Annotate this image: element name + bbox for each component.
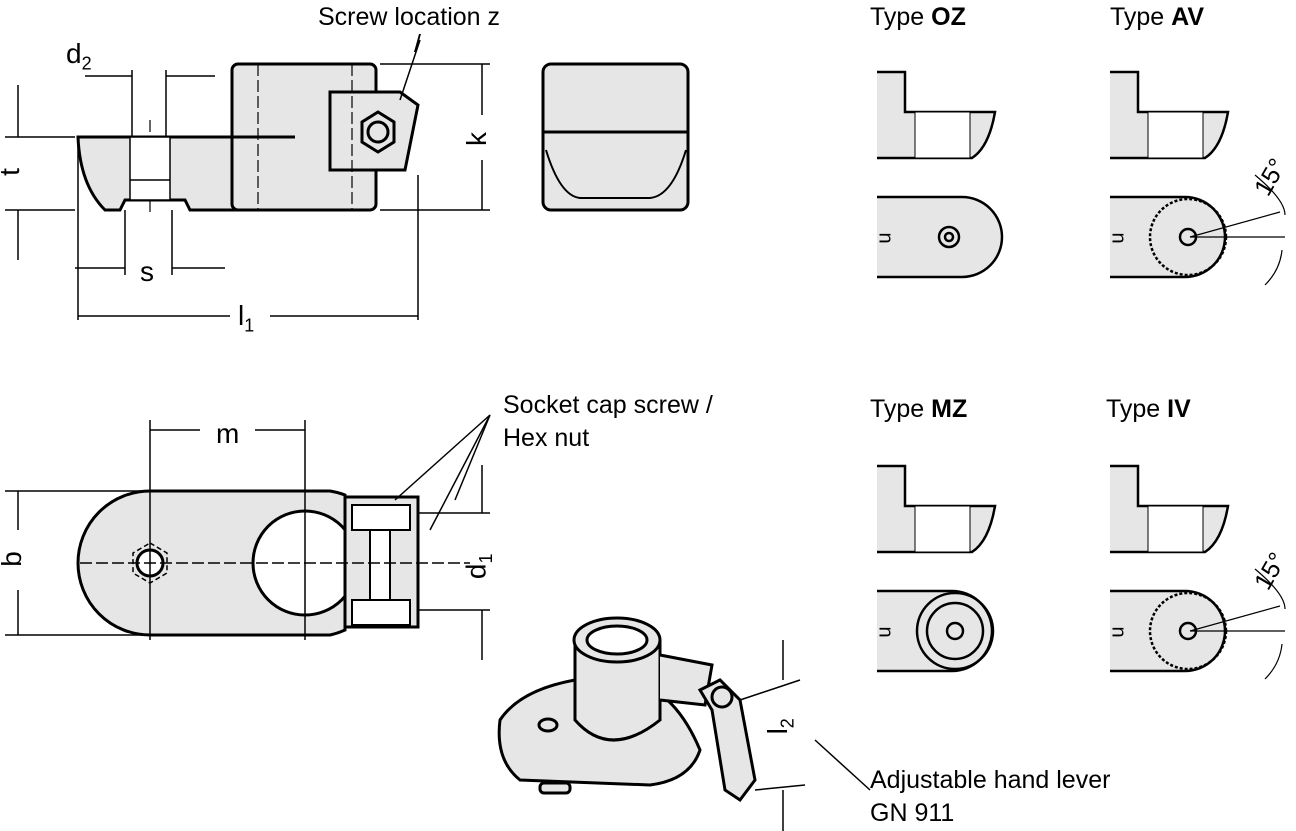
type-oz-title: Type OZ: [870, 3, 966, 31]
type-iv-title: Type IV: [1106, 395, 1191, 423]
dim-k: k: [461, 132, 492, 146]
gn911-label: GN 911: [870, 799, 955, 827]
dim-l2: l2: [761, 718, 798, 735]
type-mz-title: Type MZ: [870, 395, 968, 423]
dim-l1: l1: [238, 300, 255, 336]
dim-t: t: [0, 168, 25, 176]
dim-u-av: u: [1106, 232, 1129, 244]
hex-nut-label: Hex nut: [503, 424, 590, 452]
screw-location-label: Screw location z: [318, 3, 501, 31]
hand-lever-label: Adjustable hand lever: [870, 766, 1111, 794]
dim-u-mz: u: [873, 626, 896, 638]
side-view: [76, 62, 420, 212]
dim-u-oz: u: [873, 232, 896, 244]
perspective-view: [497, 616, 871, 831]
dim-m: m: [216, 418, 240, 449]
dim-s: s: [140, 256, 154, 287]
type-details: [877, 70, 1286, 680]
front-view: [541, 62, 690, 212]
dim-u-iv: u: [1106, 626, 1129, 638]
dim-b: b: [0, 551, 27, 567]
screw-location-slash: /: [414, 30, 421, 58]
plan-view: [76, 489, 420, 637]
type-av-title: Type AV: [1110, 3, 1205, 31]
socket-cap-screw-label: Socket cap screw /: [503, 391, 713, 419]
dim-d1: d1: [460, 553, 497, 580]
dim-d2: d2: [66, 38, 92, 74]
